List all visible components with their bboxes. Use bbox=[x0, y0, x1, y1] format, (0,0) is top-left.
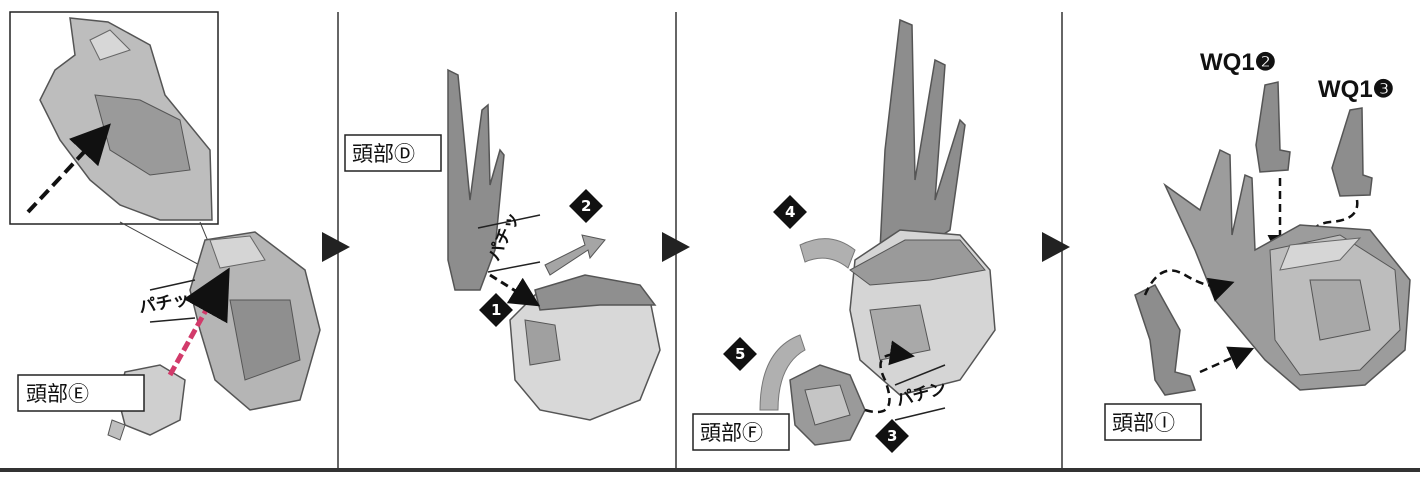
step-2: 頭部Ⓓ パチッ 1 2 bbox=[345, 70, 660, 420]
step-4: WQ1❷ WQ1❸ 頭部Ⓘ bbox=[1105, 49, 1410, 440]
head-assembly bbox=[850, 20, 995, 395]
head-shell bbox=[510, 275, 660, 420]
part-label: 頭部Ⓕ bbox=[700, 421, 763, 445]
head-part-f bbox=[790, 365, 865, 445]
side-fin bbox=[1135, 285, 1195, 395]
callout-wq1-2: WQ1❷ bbox=[1200, 49, 1276, 76]
step-marker-5: 5 bbox=[723, 337, 757, 371]
rotate-arrow-4 bbox=[800, 239, 855, 268]
callout-wq1-3: WQ1❸ bbox=[1318, 76, 1394, 103]
part-label: 頭部Ⓔ bbox=[26, 382, 89, 406]
svg-text:2: 2 bbox=[581, 197, 591, 215]
part-label: 頭部Ⓘ bbox=[1112, 411, 1175, 435]
step-marker-3: 3 bbox=[875, 419, 909, 453]
slide-arrow bbox=[545, 235, 605, 275]
step-3: 4 5 パチン 3 頭部Ⓕ bbox=[693, 20, 995, 453]
step-marker-1: 1 bbox=[479, 293, 513, 327]
step-marker-2: 2 bbox=[569, 189, 603, 223]
fin-wq1-3 bbox=[1332, 108, 1372, 196]
svg-text:4: 4 bbox=[785, 203, 795, 221]
sound-effect-label: パチッ bbox=[137, 289, 191, 318]
svg-text:1: 1 bbox=[491, 301, 501, 319]
fin-wq1-2 bbox=[1256, 82, 1290, 172]
svg-text:3: 3 bbox=[887, 427, 897, 445]
step-marker-4: 4 bbox=[773, 195, 807, 229]
part-label: 頭部Ⓓ bbox=[352, 142, 415, 166]
next-step-arrow-icon bbox=[1042, 232, 1070, 262]
step-1: パチッ 頭部Ⓔ bbox=[10, 12, 320, 440]
head-part-e bbox=[190, 232, 320, 410]
svg-text:5: 5 bbox=[735, 345, 745, 363]
head-assembly-full bbox=[1165, 150, 1410, 390]
next-step-arrow-icon bbox=[322, 232, 350, 262]
